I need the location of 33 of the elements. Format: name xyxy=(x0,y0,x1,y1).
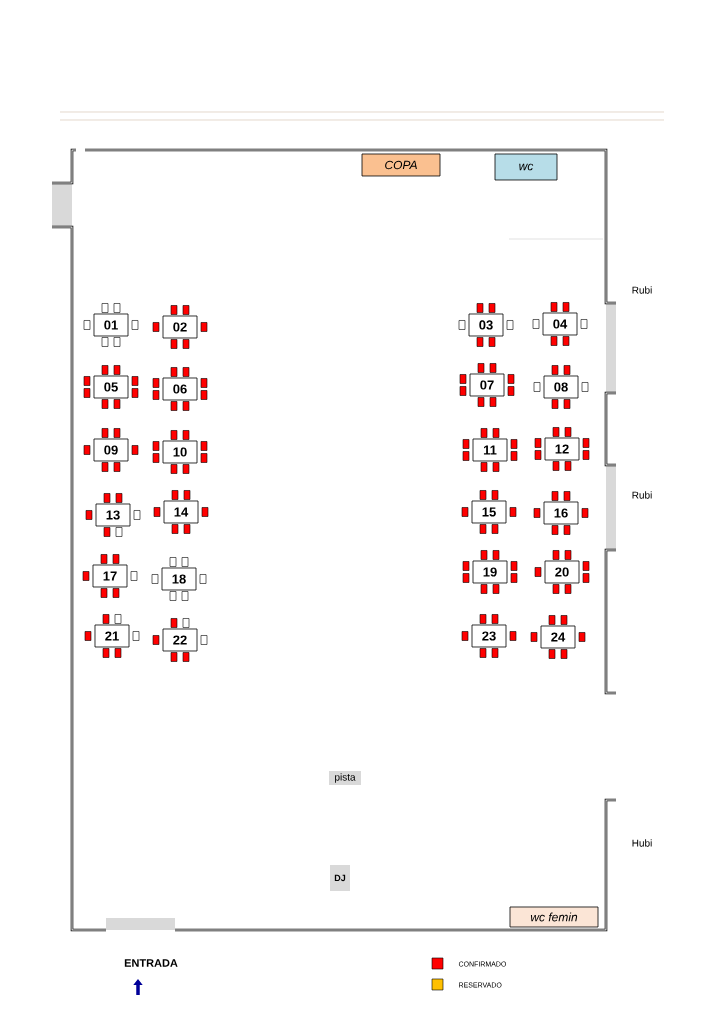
table-box: 09 xyxy=(93,438,129,462)
table-box: 24 xyxy=(540,625,576,649)
table-box: 03 xyxy=(468,313,504,337)
area-label: pista xyxy=(329,771,361,785)
wall-label: Rubi xyxy=(632,286,652,294)
table-box: 13 xyxy=(95,503,131,527)
table-box: 02 xyxy=(162,315,198,339)
wall-label: Rubi xyxy=(632,491,652,499)
table-box: 01 xyxy=(93,313,129,337)
table-box: 19 xyxy=(472,560,508,584)
table-box: 12 xyxy=(544,437,580,461)
table-box: 08 xyxy=(543,375,579,399)
table-box: 20 xyxy=(544,560,580,584)
table-box: 15 xyxy=(471,500,507,524)
table-box: 18 xyxy=(161,567,197,591)
table-box: 23 xyxy=(471,624,507,648)
area-label: DJ xyxy=(330,865,350,891)
table-box: 14 xyxy=(163,500,199,524)
table-box: 21 xyxy=(94,624,130,648)
room-box: wc xyxy=(494,153,558,181)
room-box: COPA xyxy=(361,153,441,177)
table-box: 17 xyxy=(92,564,128,588)
room-box: wc femin xyxy=(509,906,599,928)
table-box: 10 xyxy=(162,440,198,464)
entrance-label: ENTRADA xyxy=(124,959,178,967)
wall-label: Hubi xyxy=(632,839,652,847)
table-box: 16 xyxy=(543,501,579,525)
table-box: 05 xyxy=(93,375,129,399)
table-box: 04 xyxy=(542,312,578,336)
table-box: 11 xyxy=(472,438,508,462)
table-box: 22 xyxy=(162,628,198,652)
table-box: 06 xyxy=(162,377,198,401)
table-box: 07 xyxy=(469,373,505,397)
